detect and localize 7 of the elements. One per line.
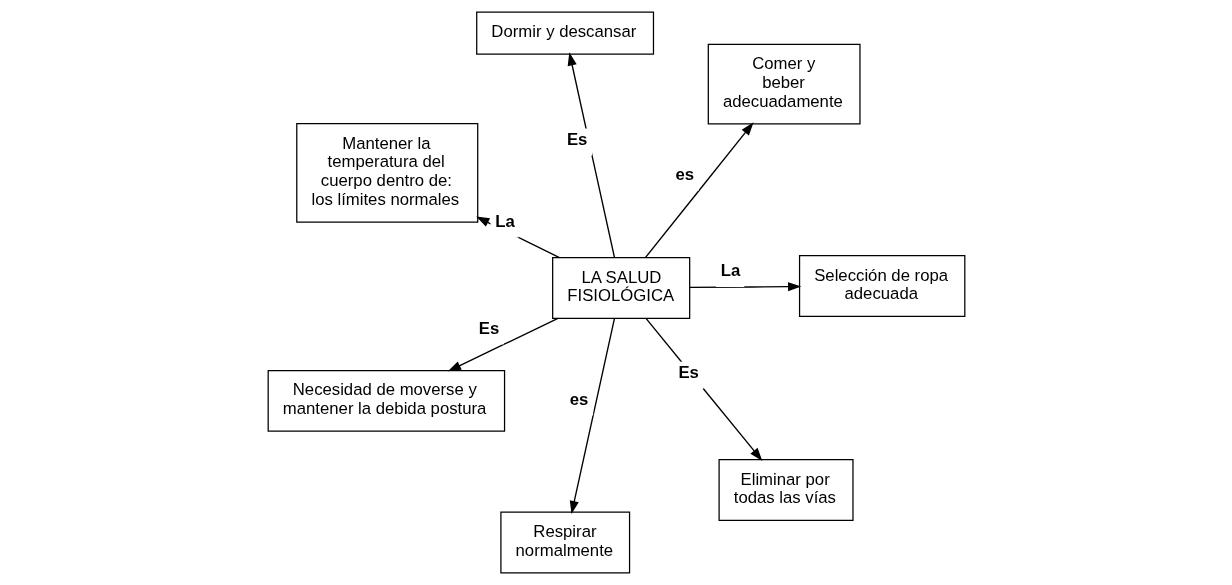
edge-label: es: [569, 389, 588, 409]
edge-label: es: [675, 164, 694, 184]
edge-label: Es: [478, 318, 499, 338]
edge-label: La: [720, 261, 740, 281]
edge-label: Es: [677, 363, 699, 383]
edge-label: Es: [566, 130, 587, 150]
edge-label: La: [494, 211, 515, 231]
